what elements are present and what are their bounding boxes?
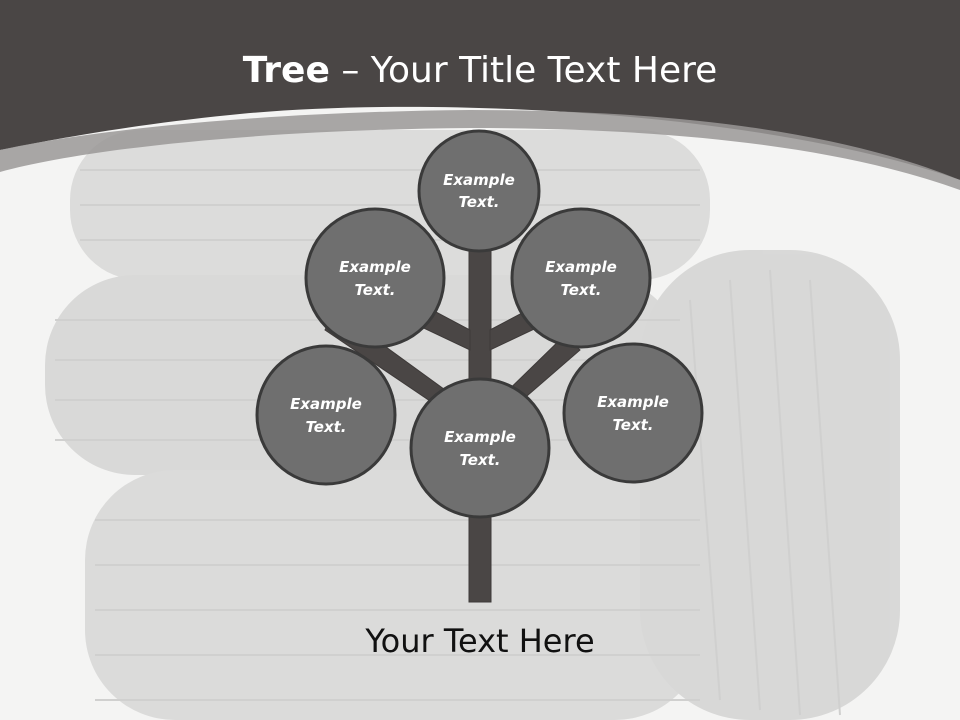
node-line1: Example [545,258,617,276]
title-rest: – Your Title Text Here [341,50,718,91]
node-line1: Example [443,171,515,189]
slide-title: Tree – Your Title Text Here [0,50,960,91]
node-line2: Text. [305,418,346,436]
node-line1: Example [339,258,411,276]
tree-node: Example Text. [562,342,704,484]
title-bold: Tree [242,50,330,91]
node-line1: Example [290,395,362,413]
node-line1: Example [597,393,669,411]
tree-node: Example Text. [417,129,541,253]
node-line2: Text. [459,451,500,469]
tree-node: Example Text. [304,207,446,349]
node-line2: Text. [560,281,601,299]
node-line1: Example [444,428,516,446]
node-line2: Text. [458,193,499,211]
node-line2: Text. [354,281,395,299]
node-line2: Text. [612,416,653,434]
tree-node: Example Text. [255,344,397,486]
tree-node: Example Text. [510,207,652,349]
footer-text: Your Text Here [365,622,595,660]
header-swoosh [0,110,960,190]
header-band [0,0,960,180]
tree-node: Example Text. [409,377,551,519]
